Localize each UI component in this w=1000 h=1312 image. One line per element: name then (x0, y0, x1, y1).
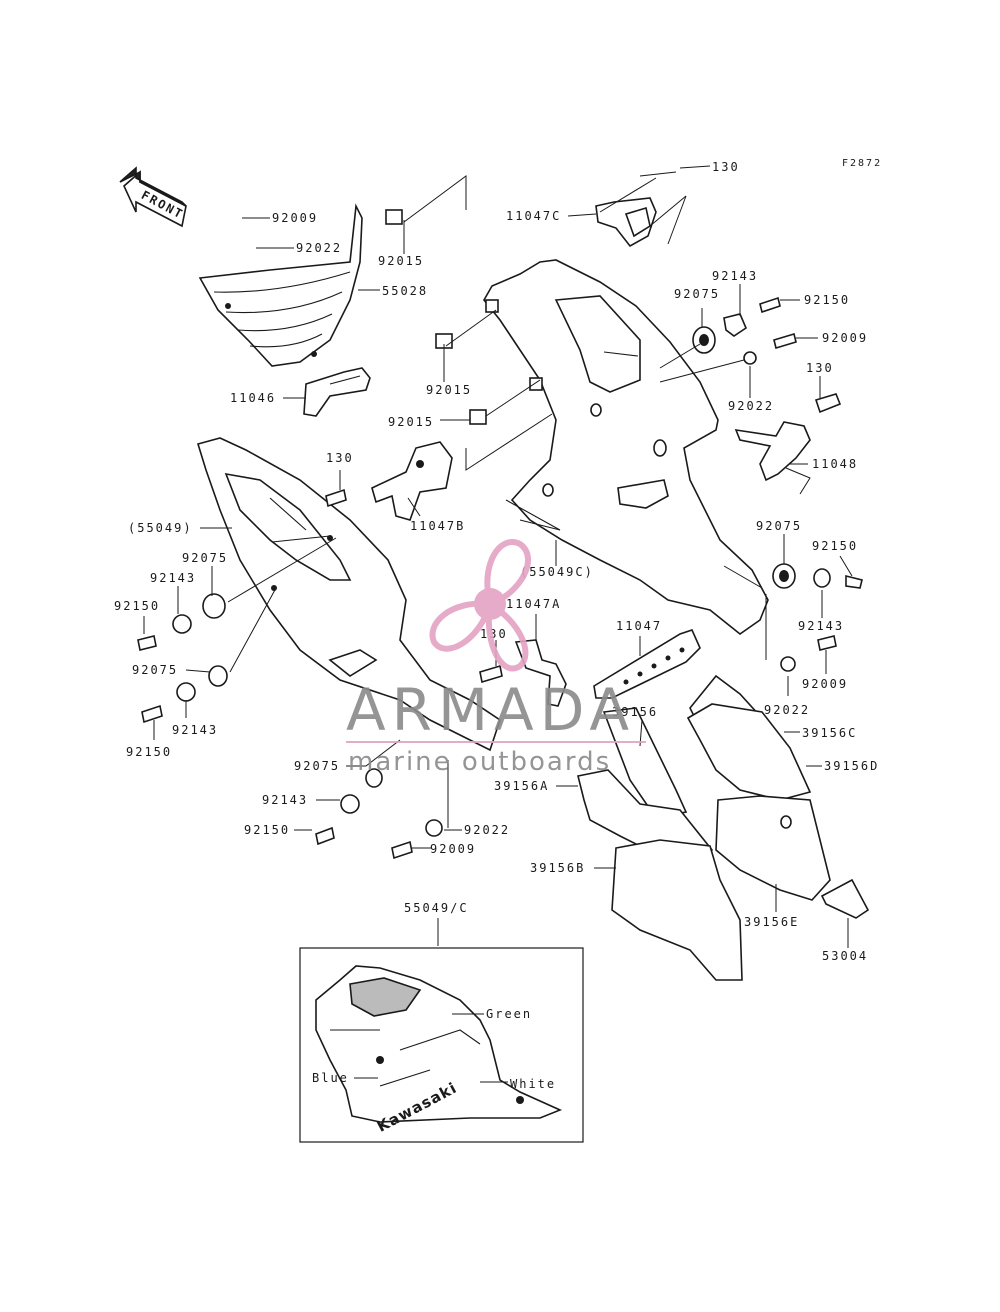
callout-92075: 92075 (674, 287, 720, 301)
part-11048-bracket (734, 393, 842, 495)
inset-label-blue: Blue (312, 1071, 349, 1085)
part-11047C-bracket (595, 195, 687, 248)
inset-label-green: Green (486, 1007, 532, 1021)
part-fasteners-top-right (692, 296, 797, 365)
callout-92009: 92009 (430, 842, 476, 856)
part-55049C-inner-cowl (483, 259, 769, 635)
part-55049-side-fairing (196, 437, 501, 752)
watermark-brand: ARMADA (346, 676, 635, 744)
callout-92022: 92022 (764, 703, 810, 717)
callout-92143: 92143 (712, 269, 758, 283)
callout-92015: 92015 (378, 254, 424, 268)
callout-92143: 92143 (262, 793, 308, 807)
callout-92150: 92150 (804, 293, 850, 307)
callout-92015: 92015 (426, 383, 472, 397)
callout-39156: 39156 (612, 705, 658, 719)
callout-130: 130 (712, 160, 740, 174)
callout-92150: 92150 (244, 823, 290, 837)
callout-130: 130 (480, 627, 508, 641)
callout-92150: 92150 (812, 539, 858, 553)
callout-92150: 92150 (126, 745, 172, 759)
callout-92150: 92150 (114, 599, 160, 613)
part-fasteners-right (772, 563, 863, 672)
propeller-logo-icon (429, 539, 531, 672)
callout-92009: 92009 (802, 677, 848, 691)
part-55028-duct (198, 203, 363, 367)
part-fasteners-bottom (315, 768, 443, 860)
callout-11047C: 11047C (506, 209, 561, 223)
callout-92143: 92143 (798, 619, 844, 633)
callout-92009: 92009 (822, 331, 868, 345)
callout-39156B: 39156B (530, 861, 585, 875)
callout-39156A: 39156A (494, 779, 549, 793)
callout-11048: 11048 (812, 457, 858, 471)
callout-92022: 92022 (728, 399, 774, 413)
callout-55049: (55049) (128, 521, 193, 535)
callout-53004: 53004 (822, 949, 868, 963)
part-11046-bracket (303, 367, 371, 417)
callout-39156D: 39156D (824, 759, 879, 773)
callout-92143: 92143 (172, 723, 218, 737)
front-arrow-icon: FRONT (119, 166, 187, 228)
callout-92009: 92009 (272, 211, 318, 225)
callout-92075: 92075 (132, 663, 178, 677)
armada-watermark: ARMADA marine outboards (346, 539, 646, 777)
callout-11047: 11047 (616, 619, 662, 633)
callout-92075: 92075 (182, 551, 228, 565)
callout-130: 130 (326, 451, 354, 465)
callout-55049C: 55049/C (404, 901, 469, 915)
callout-11047A: 11047A (506, 597, 561, 611)
callout-11046: 11046 (230, 391, 276, 405)
figure-code: F2872 (842, 158, 882, 169)
callout-92075: 92075 (756, 519, 802, 533)
callout-92022: 92022 (296, 241, 342, 255)
callout-11047B: 11047B (410, 519, 465, 533)
callout-55028: 55028 (382, 284, 428, 298)
callout-39156C: 39156C (802, 726, 857, 740)
inset-label-white: White (510, 1077, 556, 1091)
callout-92143: 92143 (150, 571, 196, 585)
callout-55049C: (55049C) (520, 565, 594, 579)
part-11047A-bracket (514, 639, 567, 707)
callout-39156E: 39156E (744, 915, 799, 929)
part-39156-pads (577, 674, 870, 981)
callout-92075: 92075 (294, 759, 340, 773)
callout-92015: 92015 (388, 415, 434, 429)
callout-labels: 130 11047C 92009 92022 92015 55028 11046… (114, 160, 879, 963)
leader-lines (143, 165, 853, 948)
part-11047-strip (593, 629, 701, 699)
callout-130: 130 (806, 361, 834, 375)
part-11047B-bracket (371, 441, 453, 521)
callout-92022: 92022 (464, 823, 510, 837)
inset-color-variant-box: Kawasaki Green Blue White (299, 947, 584, 1143)
watermark-tagline: marine outboards (348, 747, 611, 777)
part-fasteners-left (137, 488, 503, 724)
